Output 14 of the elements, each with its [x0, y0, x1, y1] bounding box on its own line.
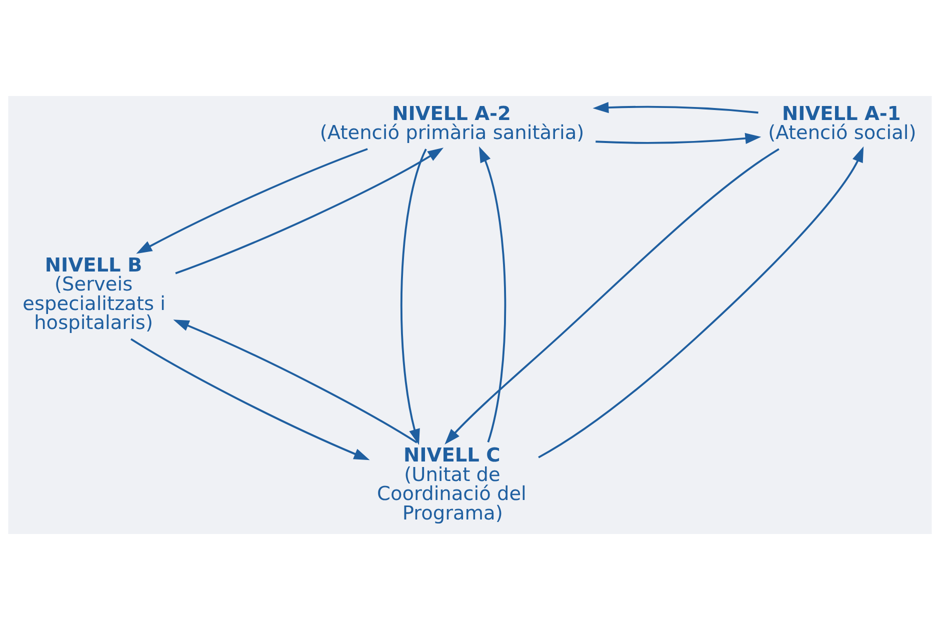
arrow	[596, 132, 762, 144]
arrow	[173, 319, 418, 443]
arrow	[479, 146, 506, 442]
arrow	[444, 148, 780, 444]
arrow	[400, 148, 427, 444]
arrow	[592, 102, 758, 114]
node-text: NIVELL A-2 (Atenció primària sanitària)	[320, 101, 584, 144]
arrow	[130, 338, 370, 460]
arrow	[538, 146, 864, 458]
arrow	[136, 148, 368, 254]
node-text: NIVELL A-1 (Atenció social)	[768, 101, 916, 144]
node-text: NIVELL B (Serveis especialitzats i hospitalaris)	[22, 252, 166, 334]
node-text: NIVELL C (Unitat de Coordinació del Programa)	[377, 443, 526, 524]
arrow	[175, 147, 444, 274]
